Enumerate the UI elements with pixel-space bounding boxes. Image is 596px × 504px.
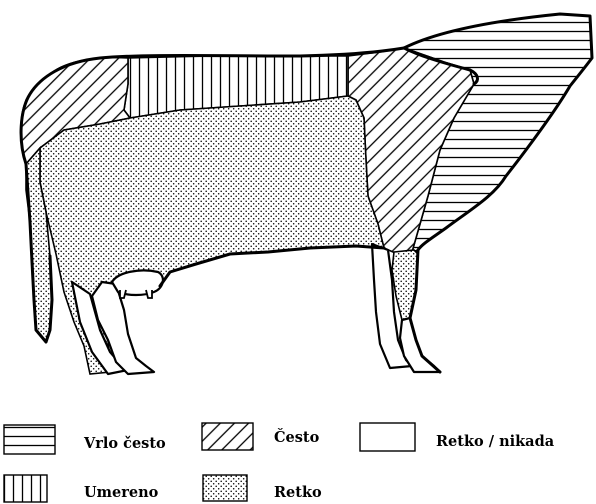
legend-item-very-often: Vrlo često xyxy=(4,425,166,454)
legend: Vrlo često Često Retko / nikada Umereno … xyxy=(4,423,555,502)
legend-swatch-vertical xyxy=(4,475,47,502)
region-front-lower-leg xyxy=(392,250,418,320)
legend-item-rarely-never: Retko / nikada xyxy=(360,423,555,451)
legend-item-moderate: Umereno xyxy=(4,475,159,502)
legend-label-rarely: Retko xyxy=(274,484,322,501)
legend-swatch-diagonal xyxy=(202,423,253,450)
teat-front xyxy=(146,290,152,298)
legend-label-often: Često xyxy=(274,428,320,446)
legend-label-very-often: Vrlo često xyxy=(83,435,166,452)
legend-item-rarely: Retko xyxy=(203,475,322,501)
legend-label-rarely-never: Retko / nikada xyxy=(436,433,555,450)
legend-label-moderate: Umereno xyxy=(84,484,159,501)
legend-swatch-horizontal xyxy=(4,425,55,454)
cow-figure xyxy=(21,14,592,374)
legend-item-often: Često xyxy=(202,423,320,450)
teat-rear xyxy=(120,290,126,298)
legend-swatch-dotted xyxy=(203,475,247,501)
legend-swatch-empty xyxy=(360,423,415,451)
